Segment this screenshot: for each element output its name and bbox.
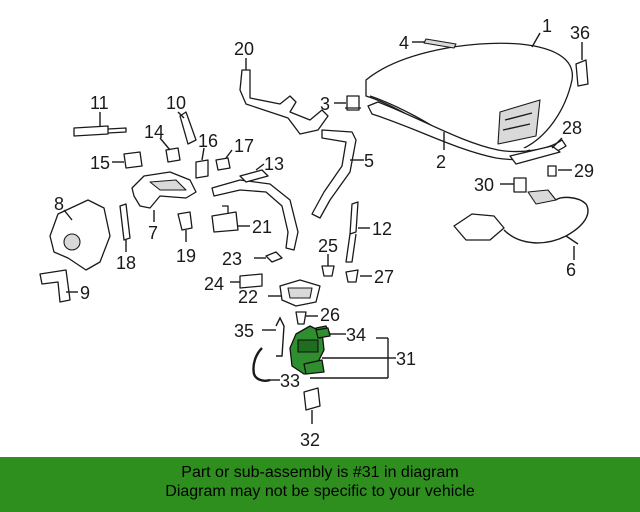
callout-15[interactable]: 15 [90,153,110,173]
part-3-bump-stop[interactable] [345,95,361,111]
callout-29[interactable]: 29 [574,161,594,181]
leader-1 [531,32,541,48]
callout-33[interactable]: 33 [280,371,300,391]
callout-23[interactable]: 23 [222,249,242,269]
part-5-hinge-link[interactable] [211,179,299,251]
part-31-lock-assembly-highlighted[interactable] [289,325,331,375]
callout-8[interactable]: 8 [54,194,64,214]
part-11-gas-strut[interactable] [73,125,127,137]
callout-30[interactable]: 30 [474,175,494,195]
leader-13 [255,163,265,171]
part-26-screw[interactable] [295,311,307,325]
callout-32[interactable]: 32 [300,430,320,450]
part-23-clip[interactable] [265,251,283,263]
part-20-hinge-bracket[interactable] [239,69,329,135]
callout-21[interactable]: 21 [252,217,272,237]
callout-3[interactable]: 3 [320,94,330,114]
callout-2[interactable]: 2 [436,152,446,172]
callout-14[interactable]: 14 [144,122,164,142]
callout-22[interactable]: 22 [238,287,258,307]
part-27-clip[interactable] [345,269,359,283]
part-1-trunk-lid[interactable] [365,42,573,155]
banner-line-part: Part or sub-assembly is #31 in diagram [181,464,459,481]
callout-34[interactable]: 34 [346,325,366,345]
part-12-strut[interactable] [345,201,359,263]
callout-24[interactable]: 24 [204,274,224,294]
part-17-clip[interactable] [215,157,231,171]
part-14-clip[interactable] [165,147,181,163]
part-18-rod[interactable] [119,203,131,241]
callout-18[interactable]: 18 [116,253,136,273]
part-9-bracket[interactable] [39,269,71,303]
exploded-parts-diagram: 1 2 3 4 36 20 5 11 10 14 16 17 13 15 [39,16,594,450]
callout-5[interactable]: 5 [364,151,374,171]
callout-16[interactable]: 16 [198,131,218,151]
part-15-bushing[interactable] [123,151,143,169]
callout-19[interactable]: 19 [176,246,196,266]
callout-27[interactable]: 27 [374,267,394,287]
part-10-bracket[interactable] [179,111,197,145]
info-banner: Part or sub-assembly is #31 in diagram D… [0,457,640,512]
part-30-bump-stop[interactable] [513,177,527,193]
part-13-cover[interactable] [239,169,269,183]
part-6-release-cable[interactable] [453,189,589,245]
part-35-rod[interactable] [275,316,285,357]
part-21-striker[interactable] [211,205,239,233]
callout-25[interactable]: 25 [318,236,338,256]
part-8-latch-plate[interactable] [49,199,111,271]
leader-31-bracket [310,337,396,379]
leader-17 [225,149,233,159]
banner-line-disclaimer: Diagram may not be specific to your vehi… [165,483,475,500]
callout-11[interactable]: 11 [90,93,109,113]
callout-13[interactable]: 13 [264,154,284,174]
part-16-clip[interactable] [195,159,209,179]
callout-31[interactable]: 31 [396,349,416,369]
callout-6[interactable]: 6 [566,260,576,280]
callout-17[interactable]: 17 [234,136,254,156]
leader-14 [159,137,171,151]
part-24-cover[interactable] [239,273,263,289]
part-32-bracket[interactable] [303,387,321,411]
part-36-clip[interactable] [575,59,589,87]
callout-10[interactable]: 10 [166,93,186,113]
part-25-grommet[interactable] [321,265,335,277]
callout-12[interactable]: 12 [372,219,392,239]
part-29-screw[interactable] [547,165,557,177]
part-28-handle[interactable] [509,145,561,165]
part-19-clip[interactable] [177,211,193,231]
callout-36[interactable]: 36 [570,23,590,43]
callout-4[interactable]: 4 [399,33,409,53]
part-33-cable[interactable] [252,347,271,382]
callout-1[interactable]: 1 [542,16,552,36]
part-34-connector[interactable] [315,327,331,339]
leader-16 [201,147,205,161]
callout-7[interactable]: 7 [148,223,158,243]
leader-8 [63,209,73,221]
callout-26[interactable]: 26 [320,305,340,325]
callout-20[interactable]: 20 [234,39,254,59]
part-5-hinge-arm[interactable] [311,129,357,219]
callout-35[interactable]: 35 [234,321,254,341]
part-4-emblem[interactable] [423,38,457,49]
callout-9[interactable]: 9 [80,283,90,303]
leader-10 [177,111,185,119]
callout-28[interactable]: 28 [562,118,582,138]
leader-28 [551,137,563,149]
